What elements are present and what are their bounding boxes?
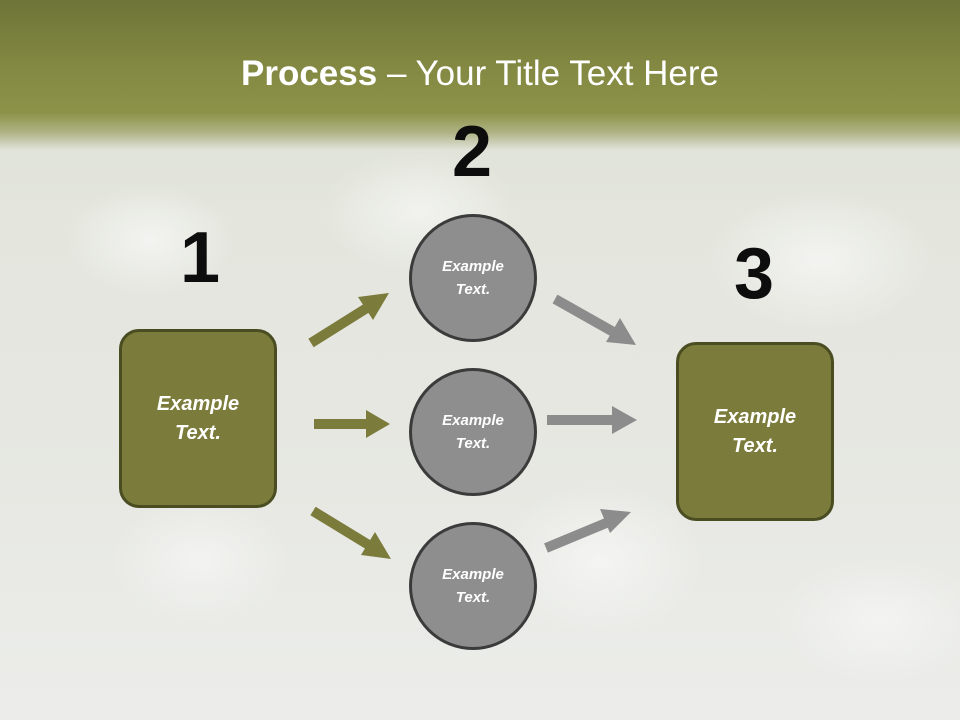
slide-title: Process – Your Title Text Here [0, 50, 960, 98]
step-2-circle-top[interactable]: Example Text. [409, 214, 537, 342]
title-rest: – Your Title Text Here [377, 54, 719, 93]
step-3-number: 3 [733, 234, 775, 314]
step-3-box[interactable]: Example Text. [676, 342, 834, 521]
step-1-text: Example Text. [156, 392, 240, 444]
title-banner [0, 0, 960, 150]
step-2-circle-top-text: Example Text. [442, 258, 504, 298]
step-2-circle-bottom-text: Example Text. [442, 566, 504, 606]
arrow-middle-to-3 [547, 406, 637, 434]
step-1-box[interactable]: Example Text. [119, 329, 277, 508]
step-2-circle-middle[interactable]: Example Text. [409, 368, 537, 496]
arrow-1-to-top [308, 293, 389, 348]
arrow-1-to-bottom [310, 506, 391, 559]
step-2-circle-bottom[interactable]: Example Text. [409, 522, 537, 650]
title-bold: Process [241, 54, 378, 93]
arrow-1-to-middle [314, 410, 390, 438]
arrow-top-to-3 [552, 294, 636, 345]
step-1-number: 1 [179, 218, 221, 298]
step-3-text: Example Text. [713, 405, 797, 457]
arrow-bottom-to-3 [544, 509, 631, 553]
step-2-circle-middle-text: Example Text. [442, 412, 504, 452]
step-2-number: 2 [451, 112, 493, 192]
